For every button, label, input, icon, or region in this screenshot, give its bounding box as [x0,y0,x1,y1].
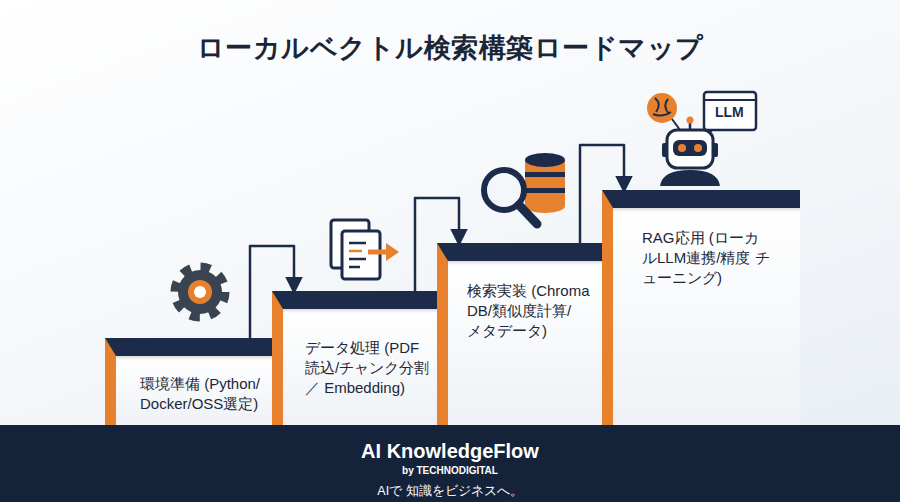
diagram-title: ローカルベクトル検索構築ロードマップ [0,30,900,66]
node-text: by TECHNODIGITAL [0,464,900,477]
step-block: 環境準備 (Python/ Docker/OSS選定) [105,338,272,425]
step-block: 検索実装 (Chroma DB/類似度計算/ メタデータ) [437,243,602,425]
document-icon [331,220,399,279]
node-text: 検索実装 (Chroma DB/類似度計算/ メタデータ) [467,281,617,340]
robot-llm-icon [647,92,756,186]
node-text: 環境準備 (Python/ Docker/OSS選定) [140,374,290,414]
node-text: AI KnowledgeFlow [0,439,900,463]
search-database-icon [484,153,565,224]
node-text: AIで 知識をビジネスへ。 [0,483,900,499]
step-block: データ処理 (PDF 読込/チャンク分割 ／ Embedding) [272,291,437,425]
node-text: RAG応用 (ローカルLLM連携/精度 チューニング) [642,228,770,287]
footer-band: AI KnowledgeFlowby TECHNODIGITAL AIで 知識をビ… [0,425,900,502]
icon-label: LLM [715,104,744,120]
step-block: RAG応用 (ローカルLLM連携/精度 チューニング) [602,190,800,425]
gear-icon [175,267,225,317]
node-text: データ処理 (PDF 読込/チャンク分割 ／ Embedding) [305,338,445,397]
